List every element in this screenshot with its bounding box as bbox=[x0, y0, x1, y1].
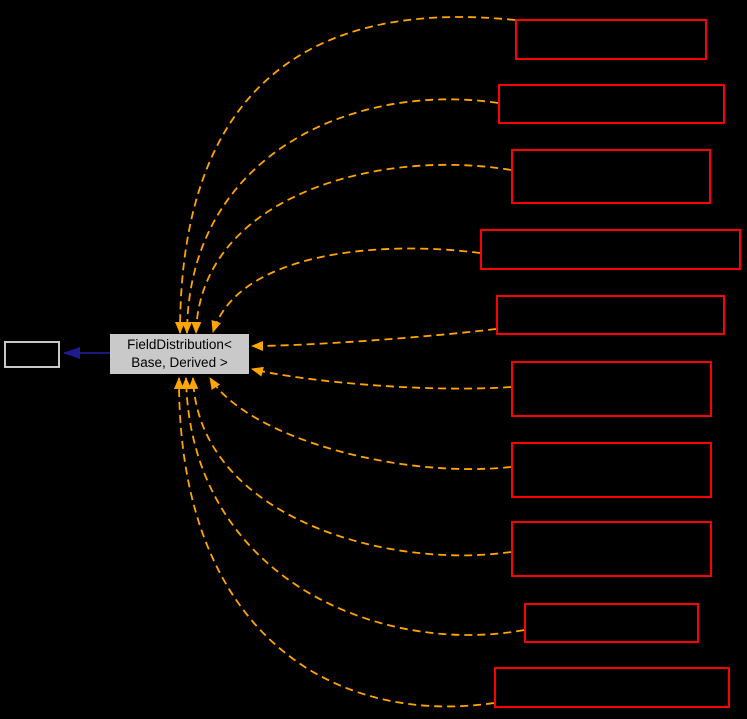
collaboration-edge-2 bbox=[182, 98, 499, 334]
center-node-fielddistribution: FieldDistribution< Base, Derived > bbox=[110, 334, 249, 374]
collaboration-edge-3 bbox=[191, 164, 512, 334]
related-node-3[interactable] bbox=[511, 149, 711, 204]
collaboration-edge-8 bbox=[188, 377, 512, 557]
related-node-7[interactable] bbox=[511, 442, 712, 498]
related-node-1[interactable] bbox=[515, 19, 707, 60]
related-node-8[interactable] bbox=[511, 521, 712, 577]
center-node-label-line2: Base, Derived > bbox=[131, 355, 228, 370]
collaboration-edge-7 bbox=[209, 377, 512, 470]
collaboration-edge-6 bbox=[251, 366, 512, 390]
base-node[interactable] bbox=[4, 341, 60, 368]
collaboration-edge-9 bbox=[181, 377, 525, 636]
center-node-label-line1: FieldDistribution< bbox=[127, 337, 232, 353]
collaboration-edge-1 bbox=[175, 16, 516, 334]
related-node-5[interactable] bbox=[496, 295, 725, 335]
collaboration-edge-5 bbox=[251, 328, 497, 351]
related-node-4[interactable] bbox=[480, 229, 741, 270]
collaboration-edge-4 bbox=[211, 247, 481, 333]
related-node-10[interactable] bbox=[494, 667, 730, 708]
related-node-2[interactable] bbox=[498, 84, 725, 124]
collaboration-edge-10 bbox=[173, 377, 495, 708]
related-node-9[interactable] bbox=[524, 603, 699, 643]
related-node-6[interactable] bbox=[511, 361, 712, 417]
